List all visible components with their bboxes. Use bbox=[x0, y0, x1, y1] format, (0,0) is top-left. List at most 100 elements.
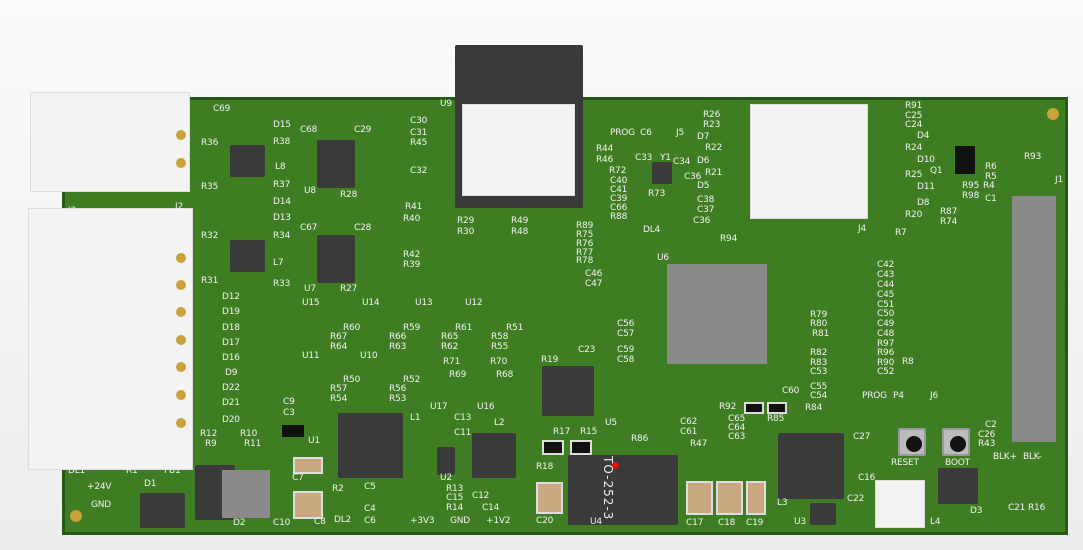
silkscreen-label: C28 bbox=[354, 223, 372, 233]
silkscreen-label: R98 bbox=[962, 191, 980, 201]
button-reset[interactable] bbox=[898, 428, 926, 456]
silkscreen-label: C30 bbox=[410, 116, 428, 126]
silkscreen-label: C10 bbox=[273, 518, 291, 528]
silkscreen-label: U10 bbox=[360, 351, 378, 361]
silkscreen-label: R1 bbox=[126, 466, 138, 476]
silkscreen-label: C20 bbox=[536, 516, 554, 526]
silkscreen-label: R77 bbox=[576, 248, 594, 258]
silkscreen-label: D21 bbox=[222, 398, 240, 408]
silkscreen-label: C44 bbox=[877, 280, 895, 290]
pin1-marker-icon bbox=[612, 462, 619, 469]
silkscreen-label: L4 bbox=[930, 517, 941, 527]
silkscreen-label: R61 bbox=[455, 323, 473, 333]
silkscreen-label: D12 bbox=[222, 292, 240, 302]
mcu-u6 bbox=[667, 264, 767, 364]
silkscreen-label: C34 bbox=[673, 157, 691, 167]
silkscreen-label: C22 bbox=[847, 494, 865, 504]
silkscreen-label: R79 bbox=[810, 310, 828, 320]
sd-card-slot-j4 bbox=[750, 104, 868, 219]
silkscreen-label: R42 bbox=[403, 250, 421, 260]
cap-c8 bbox=[293, 491, 323, 519]
silkscreen-label: C68 bbox=[300, 125, 318, 135]
silkscreen-label: L8 bbox=[275, 162, 286, 172]
silkscreen-label: R49 bbox=[511, 216, 529, 226]
silkscreen-label: R13 bbox=[446, 484, 464, 494]
diode-d3 bbox=[938, 468, 978, 504]
silkscreen-label: R20 bbox=[905, 210, 923, 220]
connector-pin bbox=[176, 390, 186, 400]
silkscreen-label: D5 bbox=[697, 181, 710, 191]
resistor-r85 bbox=[767, 402, 787, 414]
silkscreen-label: C45 bbox=[877, 290, 895, 300]
connector-pin bbox=[176, 280, 186, 290]
silkscreen-label: R30 bbox=[457, 227, 475, 237]
ic-u3 bbox=[810, 503, 836, 525]
silkscreen-label: R46 bbox=[596, 155, 614, 165]
silkscreen-label: R24 bbox=[905, 143, 923, 153]
silkscreen-label: R97 bbox=[877, 339, 895, 349]
silkscreen-label: BLK+ bbox=[993, 452, 1017, 462]
silkscreen-label: R25 bbox=[905, 170, 923, 180]
silkscreen-label: L1 bbox=[410, 413, 421, 423]
silkscreen-label: D3 bbox=[970, 506, 983, 516]
silkscreen-label: R81 bbox=[812, 329, 830, 339]
cap-c18 bbox=[716, 481, 743, 515]
electrolytic-cap-c10 bbox=[222, 470, 270, 518]
silkscreen-label: D19 bbox=[222, 307, 240, 317]
silkscreen-label: D13 bbox=[273, 213, 291, 223]
silkscreen-label: PROG bbox=[610, 128, 635, 138]
silkscreen-label: P4 bbox=[893, 391, 904, 401]
silkscreen-label: R75 bbox=[576, 230, 594, 240]
silkscreen-label: C59 bbox=[617, 345, 635, 355]
silkscreen-label: U14 bbox=[362, 298, 380, 308]
cap-c7 bbox=[293, 457, 323, 474]
connector-pin bbox=[176, 307, 186, 317]
button-boot[interactable] bbox=[942, 428, 970, 456]
silkscreen-label: R16 bbox=[1028, 503, 1046, 513]
silkscreen-label: +24V bbox=[87, 482, 112, 492]
silkscreen-label: J6 bbox=[930, 391, 938, 401]
silkscreen-label: D8 bbox=[917, 198, 930, 208]
silkscreen-label: R82 bbox=[810, 348, 828, 358]
silkscreen-label: C54 bbox=[810, 391, 828, 401]
silkscreen-label: R68 bbox=[496, 370, 514, 380]
connector-j3 bbox=[28, 208, 193, 470]
silkscreen-label: U17 bbox=[430, 402, 448, 412]
silkscreen-label: D20 bbox=[222, 415, 240, 425]
crystal-y1 bbox=[652, 162, 672, 184]
silkscreen-label: D17 bbox=[222, 338, 240, 348]
silkscreen-label: R83 bbox=[810, 358, 828, 368]
mounting-hole-left bbox=[70, 510, 82, 522]
silkscreen-label: C61 bbox=[680, 427, 698, 437]
inductor-l8 bbox=[230, 145, 265, 177]
transistor-q1 bbox=[955, 146, 975, 174]
silkscreen-label: C3 bbox=[283, 408, 295, 418]
silkscreen-label: C21 bbox=[1008, 503, 1026, 513]
silkscreen-label: R19 bbox=[541, 355, 559, 365]
silkscreen-label: C2 bbox=[985, 420, 997, 430]
silkscreen-label: R10 bbox=[240, 429, 258, 439]
silkscreen-label: C52 bbox=[877, 367, 895, 377]
silkscreen-label: R9 bbox=[205, 439, 217, 449]
silkscreen-label: R40 bbox=[403, 214, 421, 224]
silkscreen-label: C26 bbox=[978, 430, 996, 440]
silkscreen-label: C46 bbox=[585, 269, 603, 279]
silkscreen-label: D11 bbox=[917, 182, 935, 192]
silkscreen-label: D1 bbox=[144, 479, 157, 489]
silkscreen-label: C1 bbox=[985, 194, 997, 204]
silkscreen-label: R78 bbox=[576, 256, 594, 266]
silkscreen-label: C24 bbox=[905, 120, 923, 130]
ic-u2 bbox=[437, 447, 455, 475]
silkscreen-label: +3V3 bbox=[410, 516, 435, 526]
silkscreen-label: GND bbox=[91, 500, 112, 510]
silkscreen-label: C8 bbox=[314, 517, 326, 527]
connector-pin bbox=[176, 362, 186, 372]
mounting-hole-right bbox=[1047, 108, 1059, 120]
silkscreen-label: C25 bbox=[905, 111, 923, 121]
silkscreen-label: RESET bbox=[891, 458, 919, 468]
silkscreen-label: L2 bbox=[494, 418, 505, 428]
connector-pin bbox=[176, 335, 186, 345]
silkscreen-label: D4 bbox=[917, 131, 930, 141]
silkscreen-label: J5 bbox=[676, 128, 684, 138]
silkscreen-label: C48 bbox=[877, 329, 895, 339]
